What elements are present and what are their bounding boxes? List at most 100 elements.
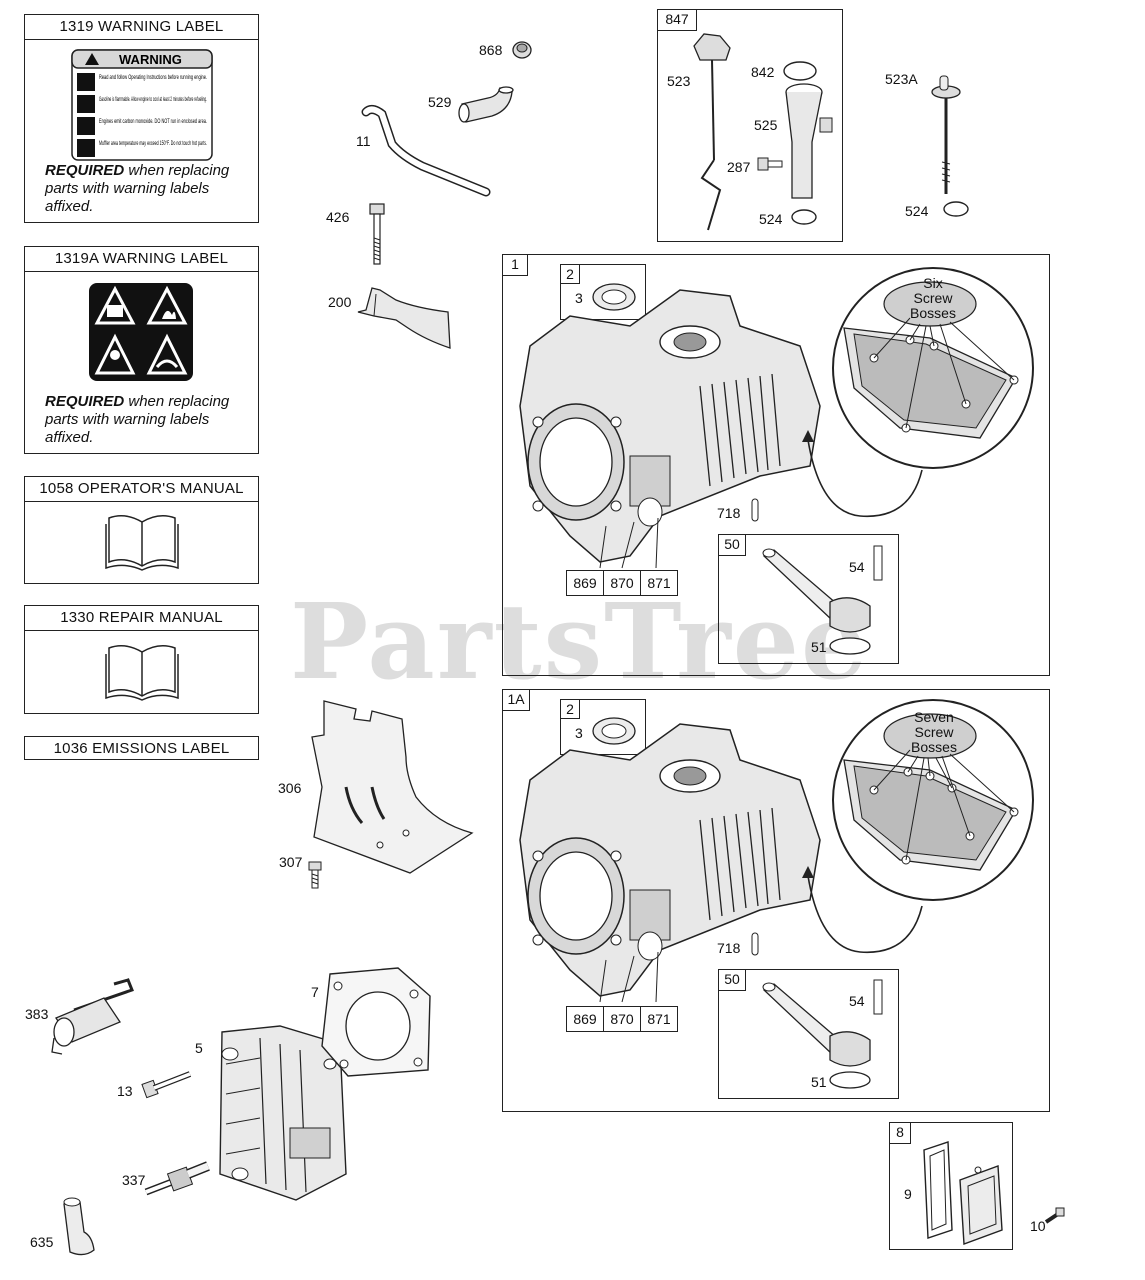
part-number-strip: 869 870 871 [566,1006,678,1032]
plug-part-icon [512,41,532,59]
dipstick-tube-icon [785,83,833,199]
callout-200: 200 [328,294,352,310]
callout-3: 3 [575,725,583,741]
cylinder-block-icon [519,289,821,569]
spark-plug-wrench-icon [51,978,134,1055]
callout-306: 306 [278,780,302,796]
emissions-label-box: 1036 EMISSIONS LABEL [24,736,259,760]
bolt-icon [369,203,385,265]
o-ring-icon [783,61,817,81]
callout-426: 426 [326,209,350,225]
callout-870: 870 [604,571,641,595]
callout-51: 51 [811,639,827,655]
callout-307: 307 [279,854,303,870]
block-1a-tag: 1A [502,689,530,711]
oil-seal-icon [592,283,636,311]
callout-7: 7 [311,984,319,1000]
dipstick-kit-box: 847 [657,9,843,242]
screw-icon [1044,1207,1065,1224]
callout-525: 525 [754,117,778,133]
callout-529: 529 [428,94,452,110]
cylinder-block-icon [519,723,821,1003]
o-ring-icon [791,209,817,225]
callout-842: 842 [751,64,775,80]
o-ring-icon [943,201,969,217]
gasket-kit-box: 8 [889,1122,1013,1250]
sub-tag-2: 2 [560,264,580,284]
screw-boss-detail-icon [832,699,1034,901]
callout-383: 383 [25,1006,49,1022]
warning-line-4: Muffler area temperature may exceed 150°… [99,141,207,147]
arrow-icon [802,866,923,954]
book-icon [105,515,179,571]
warning-label-title: 1319 WARNING LABEL [25,15,258,40]
callout-523A: 523A [885,71,918,87]
block-1-tag: 1 [502,254,528,276]
repair-manual-box: 1330 REPAIR MANUAL [24,605,259,714]
dipstick-icon [931,75,961,194]
callout-869: 869 [567,571,604,595]
air-guide-icon [311,700,474,874]
callout-54: 54 [849,993,865,1009]
callout-287: 287 [727,159,751,175]
screw-boss-detail-icon [832,267,1034,469]
warning-sign-header: WARNING [119,52,182,67]
callout-868: 868 [479,42,503,58]
cylinder-block-1-box: 1 [502,254,1050,676]
kit-tag-847: 847 [657,9,697,31]
breather-kit-box: 50 [718,534,899,664]
callout-635: 635 [30,1234,54,1250]
callout-871: 871 [647,1011,671,1027]
spark-plug-icon [144,1161,210,1196]
warning-label-box: 1319 WARNING LABEL WARNING Read and foll… [24,14,259,223]
callout-5: 5 [195,1040,203,1056]
callout-9: 9 [904,1186,912,1202]
callout-718: 718 [717,505,741,521]
part-number-strip: 869 870 871 [566,570,678,596]
screw-icon [308,861,322,889]
head-gasket-icon [321,967,431,1077]
kit-tag-50: 50 [718,969,746,991]
callout-13: 13 [117,1083,133,1099]
callout-869: 869 [567,1007,604,1031]
callout-718: 718 [717,940,741,956]
emissions-label-title: 1036 EMISSIONS LABEL [53,740,230,757]
breather-tube-icon [762,979,883,1089]
elbow-fitting-icon [458,86,514,123]
warning-label-a-title: 1319A WARNING LABEL [25,247,258,272]
dowel-pin-icon [751,498,759,522]
head-bolt-icon [141,1071,192,1099]
callout-524: 524 [759,211,783,227]
book-icon [105,645,179,701]
callout-3: 3 [575,290,583,306]
callout-54: 54 [849,559,865,575]
warning-label-a-required-note: REQUIRED when replacing parts with warni… [45,393,230,446]
callout-523: 523 [667,73,691,89]
warning-label-required-note: REQUIRED when replacing parts with warni… [45,162,230,215]
repair-manual-title: 1330 REPAIR MANUAL [25,606,258,631]
watermark: PartsTree [290,580,870,703]
cylinder-head-icon [219,1025,347,1201]
callout-51: 51 [811,1074,827,1090]
operators-manual-title: 1058 OPERATOR'S MANUAL [25,477,258,502]
warning-line-2: Gasoline is flammable. Allow engine to c… [99,97,207,103]
seal-sub-box: 2 [560,699,646,755]
oil-seal-icon [592,717,636,745]
breather-tube-icon [361,104,491,197]
breather-tube-icon [762,545,883,655]
sub-tag-2: 2 [560,699,580,719]
arrow-icon [802,430,923,518]
operators-manual-box: 1058 OPERATOR'S MANUAL [24,476,259,584]
breather-kit-box: 50 [718,969,899,1099]
spark-plug-boot-icon [63,1197,95,1256]
warning-line-1: Read and follow Operating Instructions b… [99,75,207,81]
cylinder-block-1a-box: 1A [502,689,1050,1112]
safety-pictograms-icon [89,283,193,381]
warning-sign-icon: WARNING Read and follow Operating Instru… [71,49,213,161]
callout-337: 337 [122,1172,146,1188]
bracket-icon [357,287,451,349]
kit-tag-8: 8 [889,1122,911,1144]
callout-10: 10 [1030,1218,1046,1234]
